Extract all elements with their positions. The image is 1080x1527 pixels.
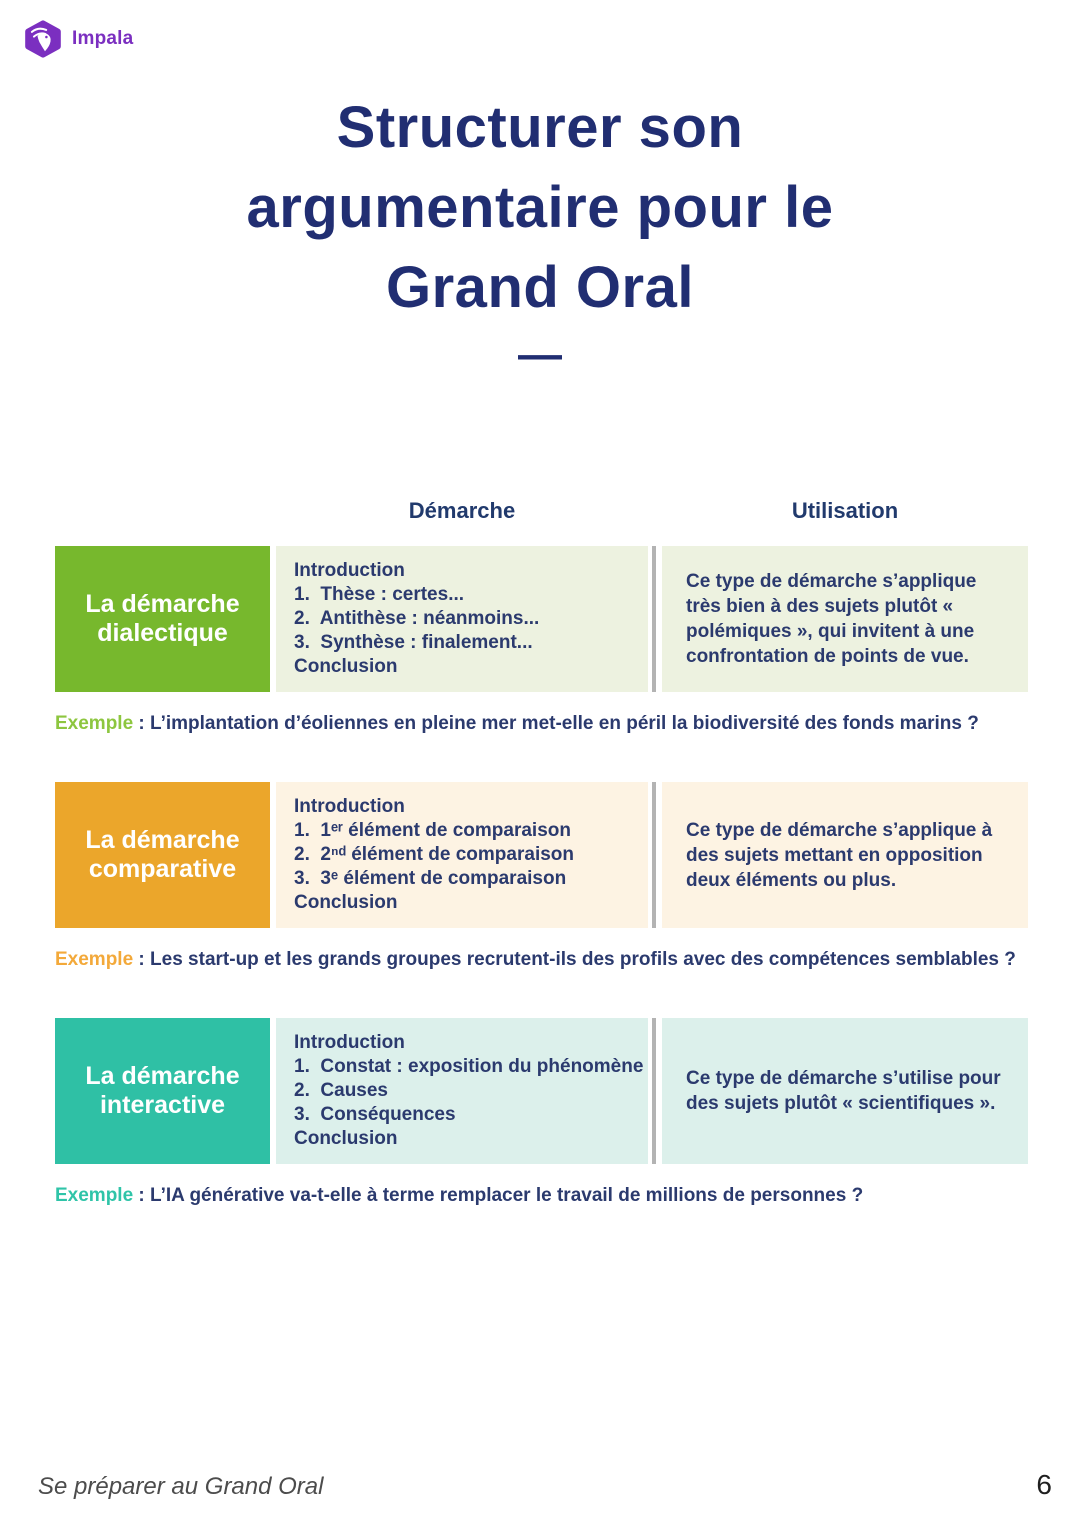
step-line: Introduction xyxy=(294,560,405,581)
example-label: Exemple xyxy=(55,949,134,970)
example-label: Exemple xyxy=(55,713,134,734)
step-line: Conclusion xyxy=(294,656,398,677)
row-label-comparative: La démarche comparative xyxy=(55,782,270,928)
comparison-table: Démarche Utilisation La démarche dialect… xyxy=(55,498,1028,1208)
example-label: Exemple xyxy=(55,1185,134,1206)
step-line: 1. Constat : exposition du phénomène xyxy=(294,1056,644,1077)
example-line-dialectique: Exemple : L’implantation d’éoliennes en … xyxy=(55,711,1028,736)
step-line: 3. Conséquences xyxy=(294,1104,456,1125)
step-line: Conclusion xyxy=(294,892,398,913)
example-text: : L’IA générative va-t-elle à terme remp… xyxy=(133,1185,864,1206)
utilisation-cell: Ce type de démarche s’utilise pour des s… xyxy=(662,1018,1028,1164)
title-line-2: argumentaire pour le xyxy=(246,175,834,240)
step-line: 3. 3ᵉ élément de comparaison xyxy=(294,868,567,889)
title-line-3: Grand Oral xyxy=(386,255,694,320)
utilisation-cell: Ce type de démarche s’applique à des suj… xyxy=(662,782,1028,928)
step-line: 1. Thèse : certes... xyxy=(294,584,465,605)
footer-doc-title: Se préparer au Grand Oral xyxy=(38,1473,324,1500)
logo: Impala xyxy=(24,20,133,58)
page-number: 6 xyxy=(1036,1469,1052,1500)
example-text: : Les start-up et les grands groupes rec… xyxy=(133,949,1016,970)
step-line: 2. 2ⁿᵈ élément de comparaison xyxy=(294,844,574,865)
utilisation-text: Ce type de démarche s’applique très bien… xyxy=(686,571,977,667)
impala-logo-icon xyxy=(24,20,62,58)
table-row-dialectique: La démarche dialectique Introduction 1. … xyxy=(55,546,1028,692)
step-line: 2. Causes xyxy=(294,1080,388,1101)
column-divider xyxy=(652,782,656,928)
table-header-row: Démarche Utilisation xyxy=(55,498,1028,524)
row-label-dialectique: La démarche dialectique xyxy=(55,546,270,692)
example-line-interactive: Exemple : L’IA générative va-t-elle à te… xyxy=(55,1183,1028,1208)
logo-brand-text: Impala xyxy=(72,28,134,49)
utilisation-text: Ce type de démarche s’applique à des suj… xyxy=(686,819,993,891)
title-line-1: Structurer son xyxy=(336,95,744,160)
title-dash: — xyxy=(518,330,562,379)
demarche-cell: Introduction 1. 1ᵉʳ élément de comparais… xyxy=(276,782,648,928)
page-title: Structurer son argumentaire pour le Gran… xyxy=(0,0,1080,380)
step-line: 2. Antithèse : néanmoins... xyxy=(294,608,540,629)
column-header-demarche: Démarche xyxy=(408,498,516,523)
step-line: 3. Synthèse : finalement... xyxy=(294,632,533,653)
step-line: Introduction xyxy=(294,796,405,817)
step-line: Introduction xyxy=(294,1032,405,1053)
table-row-comparative: La démarche comparative Introduction 1. … xyxy=(55,782,1028,928)
step-line: 1. 1ᵉʳ élément de comparaison xyxy=(294,820,571,841)
page-footer: Se préparer au Grand Oral 6 xyxy=(38,1469,1052,1501)
column-header-utilisation: Utilisation xyxy=(791,498,899,523)
table-row-interactive: La démarche interactive Introduction 1. … xyxy=(55,1018,1028,1164)
utilisation-text: Ce type de démarche s’utilise pour des s… xyxy=(686,1068,1001,1114)
utilisation-cell: Ce type de démarche s’applique très bien… xyxy=(662,546,1028,692)
step-line: Conclusion xyxy=(294,1128,398,1149)
column-divider xyxy=(652,1018,656,1164)
demarche-cell: Introduction 1. Constat : exposition du … xyxy=(276,1018,648,1164)
example-text: : L’implantation d’éoliennes en pleine m… xyxy=(133,713,979,734)
demarche-cell: Introduction 1. Thèse : certes... 2. Ant… xyxy=(276,546,648,692)
row-label-interactive: La démarche interactive xyxy=(55,1018,270,1164)
column-divider xyxy=(652,546,656,692)
example-line-comparative: Exemple : Les start-up et les grands gro… xyxy=(55,947,1028,972)
